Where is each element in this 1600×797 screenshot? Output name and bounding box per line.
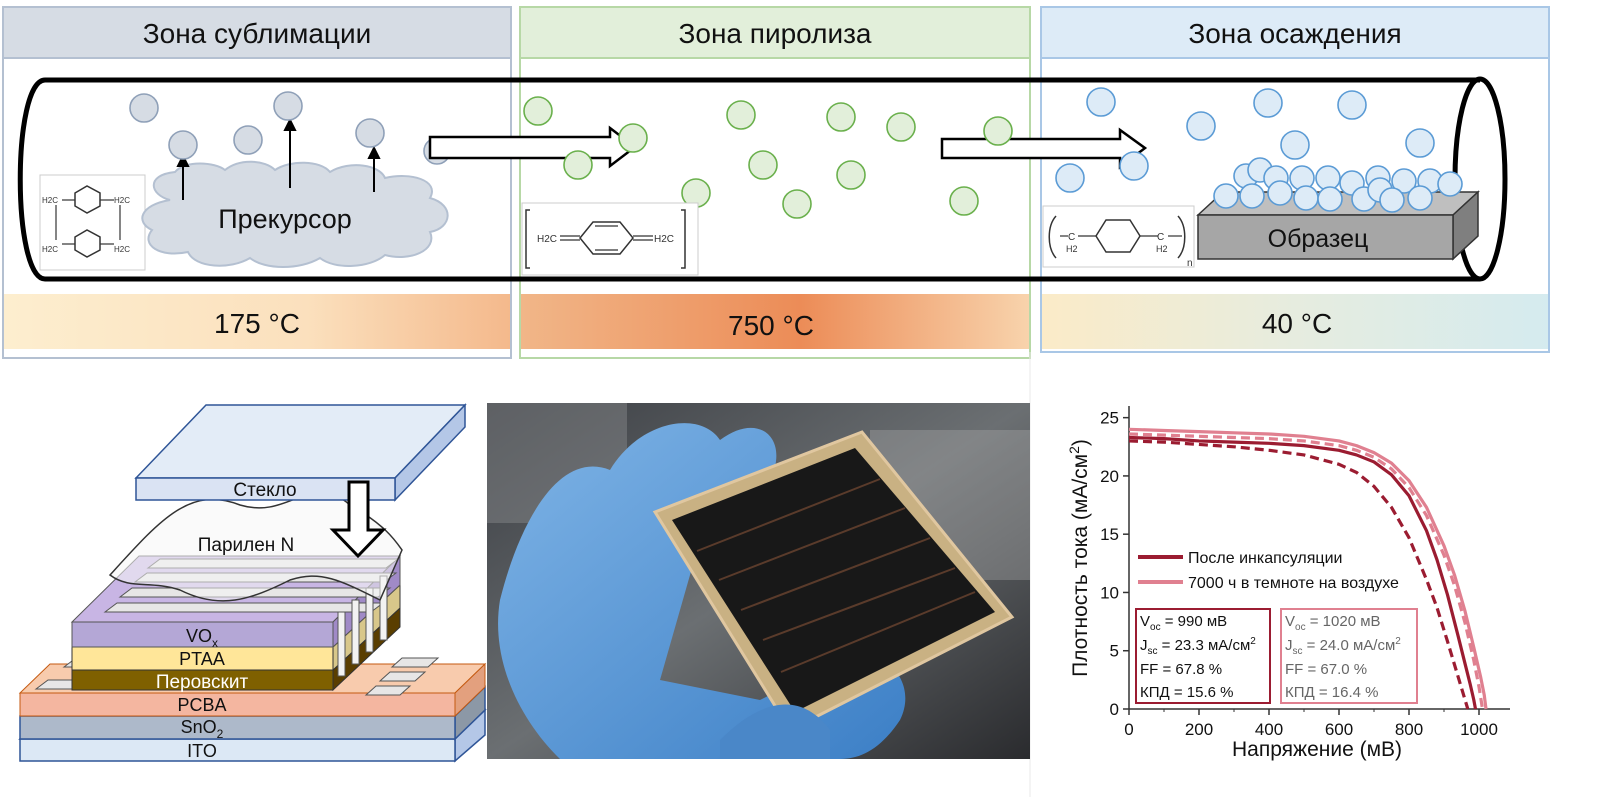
layer-vox-label: VOx	[186, 626, 218, 650]
chart-series	[1128, 427, 1488, 710]
zone-frame	[1040, 6, 1550, 353]
layer-sno2-label: SnO2	[181, 717, 224, 741]
x-tick-label: 0	[1124, 720, 1133, 739]
temperature-bar	[4, 294, 510, 349]
zone-header-bg	[2, 6, 512, 59]
params-box-aged: Voc = 1020 мВ Jsc = 24.0 мА/см2 FF = 67.…	[1280, 608, 1418, 704]
sample-label: Образец	[1268, 225, 1369, 253]
zone-title: Зона осаждения	[1188, 18, 1401, 49]
x-tick-label: 800	[1395, 720, 1423, 739]
layer-perovskite-label: Перовскит	[156, 672, 249, 693]
glove	[498, 423, 906, 759]
chem-label: H2C	[114, 196, 130, 205]
param-voc: Voc = 1020 мВ	[1285, 613, 1381, 633]
param-ff: FF = 67.8 %	[1140, 661, 1222, 678]
zone-temperature: 40 °C	[1262, 308, 1332, 339]
x-tick-label: 400	[1255, 720, 1283, 739]
series-line-2	[1128, 427, 1488, 710]
x-tick-label: 600	[1325, 720, 1353, 739]
x-tick-label: 1000	[1460, 720, 1498, 739]
chem-label: H2	[1156, 244, 1168, 254]
params-box-encapsulated: Voc = 990 мВ Jsc = 23.3 мА/см2 FF = 67.8…	[1135, 608, 1271, 704]
chem-label: H2C	[42, 245, 58, 254]
y-axis-label: Плотность тока (мА/см2)	[1066, 439, 1092, 677]
zone-temperature: 175 °C	[214, 308, 300, 339]
param-pce: КПД = 16.4 %	[1285, 684, 1378, 701]
solar-cell	[672, 448, 995, 712]
zone-title: Зона пиролиза	[678, 18, 871, 49]
monomer-structure: H2C H2C	[521, 202, 699, 276]
chem-label: H2C	[114, 245, 130, 254]
y-tick-label: 5	[1110, 642, 1119, 661]
chem-label: H2	[1066, 244, 1078, 254]
precursor-cloud: Прекурсор	[141, 160, 449, 268]
pyrolysis-particles	[523, 96, 1013, 219]
layer-ptaa-label: PTAA	[179, 649, 225, 669]
thumb	[720, 704, 830, 759]
sublimation-arrows	[176, 117, 381, 200]
zone-header-bg	[1040, 6, 1550, 59]
axis-ticks: 0 200 400 600 800 1000 0 5 10 15 20 25	[1100, 409, 1498, 739]
flow-arrow	[428, 125, 638, 169]
cell-stripes	[696, 478, 976, 673]
param-voc: Voc = 990 мВ	[1140, 613, 1227, 633]
series-line-1	[1128, 439, 1470, 710]
flow-arrow	[940, 127, 1148, 170]
layer-ito-label: ITO	[187, 741, 217, 761]
param-jsc: Jsc = 23.3 мА/см2	[1140, 636, 1256, 657]
parylene-label: Парилен N	[198, 535, 295, 556]
precursor-structure: H2C H2C H2C H2C	[39, 174, 146, 271]
param-jsc: Jsc = 24.0 мА/см2	[1285, 636, 1401, 657]
chem-label: C	[1068, 232, 1075, 243]
temperature-bar	[1042, 294, 1548, 349]
encapsulation-arrow	[329, 480, 387, 559]
chem-label: H2C	[537, 234, 557, 245]
series-line-0	[1128, 435, 1478, 710]
layer-pcba-label: PCBA	[177, 695, 226, 715]
glass-label: Стекло	[233, 480, 296, 501]
chem-label: C	[1157, 232, 1164, 243]
y-tick-label: 0	[1110, 700, 1119, 719]
y-tick-label: 15	[1100, 525, 1119, 544]
device-photo	[487, 403, 1030, 759]
y-tick-label: 25	[1100, 409, 1119, 428]
y-tick-label: 10	[1100, 583, 1119, 602]
param-pce: КПД = 15.6 %	[1140, 684, 1233, 701]
x-tick-label: 200	[1185, 720, 1213, 739]
chart-legend: После инкапсуляции 7000 ч в темноте на в…	[1138, 550, 1399, 592]
zone-title: Зона сублимации	[143, 18, 372, 49]
legend-label: После инкапсуляции	[1188, 550, 1342, 567]
jv-chart: 0 200 400 600 800 1000 0 5 10 15 20 25 После инкапс…	[1066, 406, 1510, 761]
zone-temperature: 750 °C	[728, 310, 814, 341]
zone-frame	[519, 6, 1031, 359]
chem-label: n	[1187, 258, 1193, 269]
legend-label: 7000 ч в темноте на воздухе	[1188, 575, 1399, 592]
deposition-particles	[1055, 87, 1435, 193]
zone-pyrolysis: Зона пиролиза 750 °C	[519, 6, 1031, 359]
param-ff: FF = 67.0 %	[1285, 661, 1367, 678]
temperature-bar	[521, 294, 1029, 349]
y-tick-label: 20	[1100, 467, 1119, 486]
x-axis-label: Напряжение (мВ)	[1232, 738, 1402, 761]
zone-frame	[2, 6, 512, 359]
polymer-structure: C C H2 H2 n	[1042, 205, 1195, 269]
device-stack: Стекло Парилен N VOx PTAA Перовскит PCBA…	[18, 403, 487, 763]
zone-deposition: Зона осаждения 40 °C	[1040, 6, 1550, 353]
zone-sublimation: Зона сублимации 175 °C	[2, 6, 512, 359]
deposited-film	[1213, 157, 1463, 213]
chem-label: H2C	[42, 196, 58, 205]
chem-label: H2C	[654, 234, 674, 245]
series-line-3	[1128, 432, 1485, 710]
sublimation-particles	[129, 91, 451, 165]
precursor-label: Прекурсор	[218, 204, 352, 234]
